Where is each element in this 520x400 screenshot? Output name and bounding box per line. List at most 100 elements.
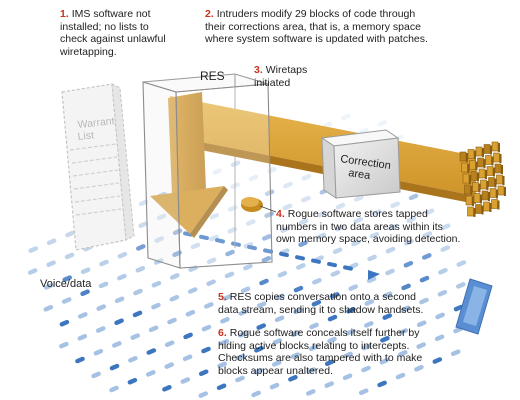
code-block-icon	[467, 149, 476, 160]
data-packet	[222, 294, 232, 301]
data-packet	[61, 297, 72, 304]
res-box: RES	[142, 69, 273, 269]
code-block-icon	[494, 163, 503, 174]
data-packet	[127, 377, 138, 385]
data-packet	[112, 341, 122, 348]
data-packet	[206, 257, 217, 265]
data-packet	[296, 263, 306, 270]
data-packet	[385, 268, 395, 276]
step-5-caption: 5.RES copies conversation onto a second …	[218, 291, 458, 316]
data-packet	[361, 343, 372, 351]
step-1-line-4: wiretapping.	[60, 45, 117, 58]
data-packet	[132, 310, 143, 318]
data-packet	[353, 217, 364, 224]
data-packet	[404, 239, 414, 246]
rogue-software-icon	[241, 197, 263, 212]
copied-packet	[215, 238, 225, 244]
data-packet	[148, 325, 159, 333]
warrant-list-label-1: Warrant	[77, 115, 115, 131]
step-2-caption: 2.Intruders modify 29 blocks of code thr…	[205, 8, 495, 46]
data-packet	[282, 203, 293, 211]
data-packet	[135, 266, 146, 273]
data-packet	[400, 305, 411, 313]
data-packet	[293, 307, 303, 315]
data-packet	[395, 372, 406, 380]
data-packet	[253, 367, 264, 375]
warrant-list: Warrant List	[61, 83, 135, 251]
data-packet	[198, 391, 208, 398]
data-packet	[330, 270, 341, 277]
data-packet	[277, 270, 288, 278]
copied-packet	[295, 255, 305, 261]
data-packet	[283, 181, 293, 189]
code-block-icon	[489, 188, 498, 199]
step-6-line-3: Checksums are also tampered with to make	[218, 352, 423, 364]
step-2-line-3: where system software is updated with pa…	[205, 33, 428, 45]
data-packet	[330, 292, 340, 299]
voice-data-label: Voice/data	[40, 278, 92, 290]
data-packet	[216, 383, 227, 391]
step-3-line-1: Wiretaps	[265, 64, 308, 76]
data-packet	[332, 247, 343, 255]
step-1-number: 1.	[60, 8, 69, 20]
code-block-icon	[491, 141, 500, 152]
step-2-line-1: Intruders modify 29 blocks of code throu…	[216, 8, 416, 20]
data-packet	[209, 212, 220, 220]
data-packet	[151, 302, 161, 310]
step-1-line-1: IMS software not	[71, 8, 151, 20]
code-block-icon	[497, 185, 506, 196]
copied-packet	[199, 234, 209, 241]
data-packet	[185, 309, 196, 317]
copied-packet	[343, 265, 353, 271]
data-packet	[183, 332, 193, 340]
data-packet	[456, 260, 467, 267]
data-packet	[98, 281, 109, 289]
correction-area: Correction area	[320, 129, 401, 199]
data-packet	[93, 348, 104, 356]
data-packet	[361, 365, 371, 373]
step-3-number: 3.	[254, 64, 263, 76]
step-4-line-1: Rogue software stores tapped	[287, 208, 428, 220]
data-packet	[220, 317, 230, 324]
data-packet	[209, 234, 219, 242]
data-packet	[379, 357, 390, 365]
data-packet	[351, 239, 361, 247]
data-packet	[46, 260, 56, 267]
data-packet	[317, 210, 327, 218]
data-packet	[367, 254, 377, 262]
step-1-line-3: check against unlawful	[60, 33, 166, 45]
data-packet	[80, 289, 90, 296]
data-packet	[172, 228, 183, 236]
data-packet	[43, 305, 54, 312]
data-packet	[65, 230, 75, 238]
data-packet	[440, 223, 451, 230]
data-packet	[380, 336, 390, 343]
data-packet	[298, 240, 308, 247]
data-packet	[280, 226, 290, 233]
data-packet	[366, 276, 377, 284]
data-packet	[341, 113, 351, 121]
data-packet	[377, 120, 388, 127]
handset-icon	[455, 278, 493, 335]
code-block-icon	[462, 173, 471, 184]
data-packet	[167, 317, 177, 325]
step-4-line-2: numbers in two data areas within its	[276, 220, 443, 233]
data-packet	[364, 299, 375, 306]
data-packet	[435, 312, 445, 320]
data-packet	[422, 231, 433, 238]
data-packet	[201, 346, 211, 354]
data-packet	[46, 238, 57, 246]
data-packet	[225, 249, 235, 257]
step-3-line-2: initiated	[254, 76, 291, 89]
data-packet	[298, 218, 309, 226]
code-block-icon	[480, 179, 489, 190]
step-5-line-2: data stream, sending it to shadow handse…	[218, 303, 424, 316]
data-packet	[256, 301, 267, 308]
copied-stream-arrow-icon	[368, 270, 380, 280]
data-packet	[364, 321, 374, 328]
data-packet	[382, 313, 392, 320]
step-1-caption: 1.IMS software not installed; no lists t…	[60, 8, 200, 58]
data-packet	[180, 377, 191, 384]
data-packet	[245, 219, 256, 226]
